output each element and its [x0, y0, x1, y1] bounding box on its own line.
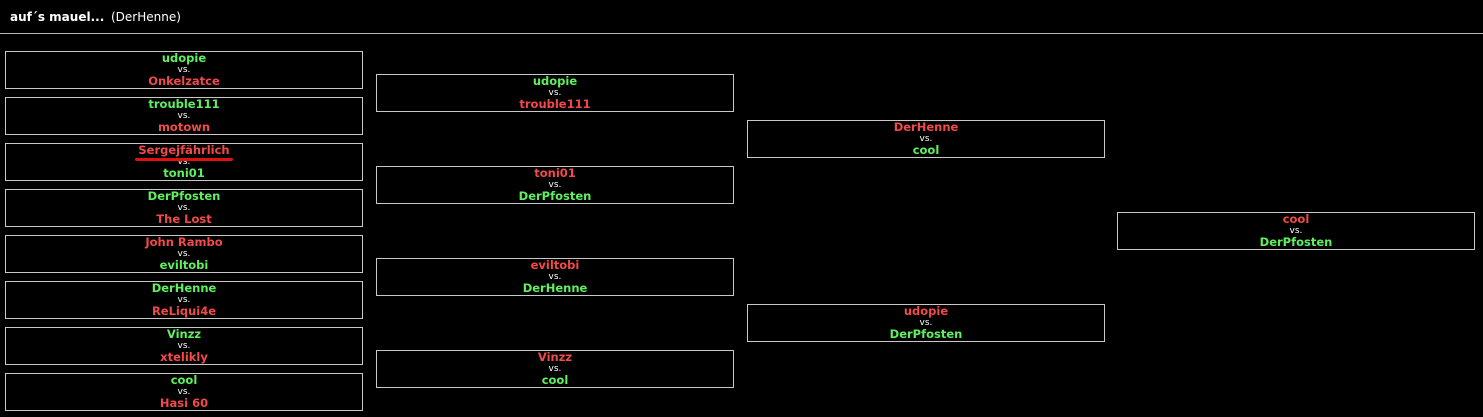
vs-label: vs. [548, 272, 562, 282]
player-top[interactable]: cool [1282, 212, 1310, 226]
player-bottom[interactable]: DerPfosten [518, 189, 592, 203]
player-top[interactable]: udopie [161, 51, 207, 65]
tournament-title: auf´s mauel... [10, 10, 105, 24]
player-top[interactable]: udopie [903, 304, 949, 318]
player-top[interactable]: eviltobi [530, 258, 580, 272]
player-top[interactable]: Vinzz [537, 350, 573, 364]
player-bottom[interactable]: DerHenne [522, 281, 588, 295]
player-top[interactable]: trouble111 [148, 97, 220, 111]
player-top[interactable]: cool [170, 373, 198, 387]
vs-label: vs. [548, 180, 562, 190]
player-top[interactable]: DerHenne [893, 120, 959, 134]
player-bottom[interactable]: xtelikly [160, 350, 208, 364]
player-bottom[interactable]: trouble111 [519, 97, 591, 111]
vs-label: vs. [177, 341, 191, 351]
player-top[interactable]: Sergejfährlich [6, 143, 362, 157]
vs-label: vs. [177, 65, 191, 75]
player-bottom[interactable]: Onkelzatce [148, 74, 220, 88]
player-bottom[interactable]: The Lost [156, 212, 212, 226]
vs-label: vs. [548, 364, 562, 374]
vs-label: vs. [919, 318, 933, 328]
player-top[interactable]: John Rambo [145, 235, 223, 249]
player-top[interactable]: udopie [532, 74, 578, 88]
player-top[interactable]: toni01 [534, 166, 576, 180]
vs-label: vs. [1289, 226, 1303, 236]
page-header: auf´s mauel... (DerHenne) [0, 0, 1483, 34]
vs-label: vs. [177, 111, 191, 121]
player-top[interactable]: DerPfosten [147, 189, 221, 203]
tournament-owner: (DerHenne) [111, 10, 181, 24]
player-top[interactable]: Vinzz [166, 327, 202, 341]
player-bottom[interactable]: cool [541, 373, 569, 387]
vs-label: vs. [177, 295, 191, 305]
player-bottom[interactable]: motown [157, 120, 211, 134]
player-bottom[interactable]: eviltobi [159, 258, 209, 272]
player-bottom[interactable]: toni01 [163, 166, 205, 180]
vs-label: vs. [548, 88, 562, 98]
player-bottom[interactable]: cool [912, 143, 940, 157]
player-bottom[interactable]: DerPfosten [889, 327, 963, 341]
vs-label: vs. [177, 157, 191, 167]
vs-label: vs. [177, 387, 191, 397]
player-top[interactable]: DerHenne [151, 281, 217, 295]
player-bottom[interactable]: ReLiqui4e [151, 304, 217, 318]
player-bottom[interactable]: Hasi 60 [159, 396, 209, 410]
vs-label: vs. [177, 203, 191, 213]
vs-label: vs. [177, 249, 191, 259]
highlighted-player-name: Sergejfährlich [138, 143, 230, 157]
player-bottom[interactable]: DerPfosten [1259, 235, 1333, 249]
vs-label: vs. [919, 134, 933, 144]
